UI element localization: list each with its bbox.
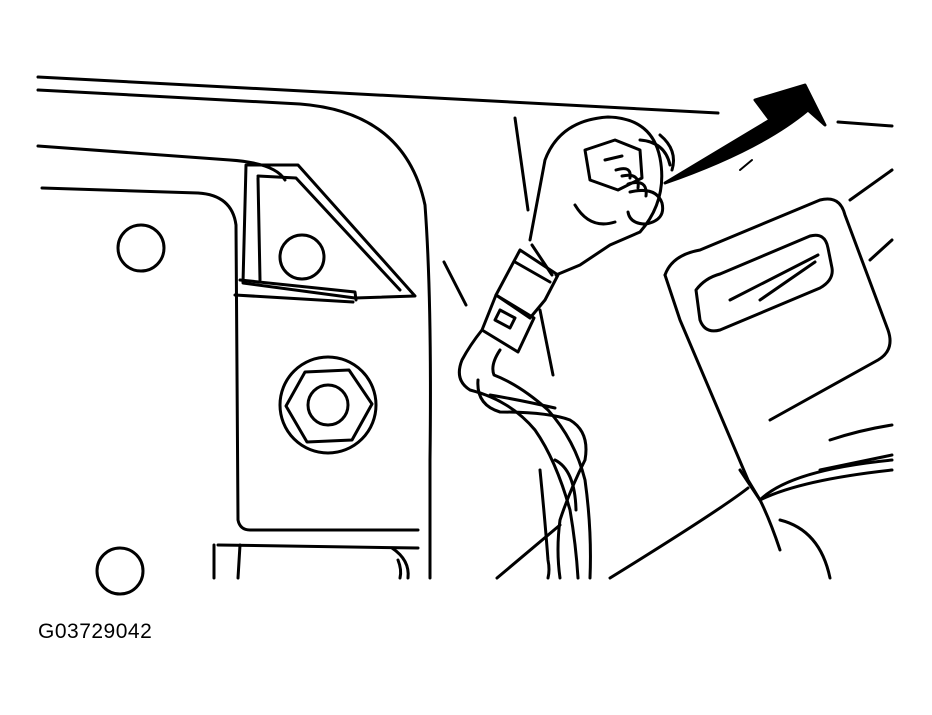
wire-harness: [457, 328, 592, 580]
hex-nut-icon: [278, 355, 378, 455]
hole-bracket-icon: [278, 233, 326, 281]
figure-code: G03729042: [38, 620, 153, 643]
triangular-bracket: [233, 163, 417, 304]
ground-bolt-icon: [583, 133, 675, 226]
body-panel: [36, 75, 720, 580]
hole-left-icon: [116, 223, 166, 273]
mounting-bracket: [663, 197, 892, 502]
crimp-connector-icon: [480, 248, 560, 354]
hole-bottom-icon: [95, 546, 145, 596]
location-arrow-icon: [663, 83, 827, 185]
body-structure-lines: [442, 116, 894, 580]
